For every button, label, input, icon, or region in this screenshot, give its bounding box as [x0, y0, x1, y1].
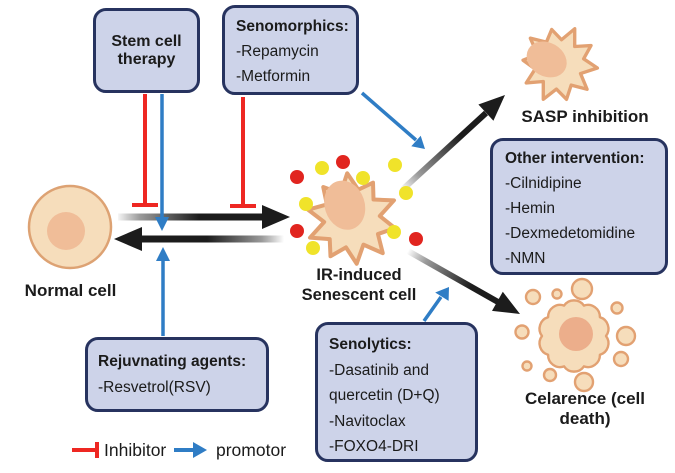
senomorphics-title: Senomorphics: [236, 18, 349, 35]
box-senomorphics: Senomorphics: -Repamycin -Metformin [222, 5, 359, 95]
senomorphics-item: -Repamycin [236, 43, 319, 60]
stem-cell-therapy-title: Stem cell therapy [111, 32, 182, 68]
senomorphics-item: -Metformin [236, 68, 311, 85]
legend-promotor-icon [174, 442, 207, 458]
promotor-senomorphics-icon [360, 91, 425, 149]
senolytics-title: Senolytics: [329, 336, 412, 353]
other-intervention-title: Other intervention: [505, 150, 645, 167]
normal-cell-label: Normal cell [24, 281, 117, 300]
inhibitor-stem-cell-icon [132, 94, 158, 207]
normal-cell-icon [27, 184, 113, 270]
senolytics-item: -FOXO4-DRI [329, 438, 419, 455]
sasp-factor-dots-icon [290, 155, 423, 255]
promotor-rejuvenating-icon [156, 247, 170, 336]
rejuvenating-agents-item: -Resvetrol(RSV) [98, 379, 211, 396]
legend-promotor-label: promotor [216, 440, 287, 460]
senolytics-item: -Dasatinib and quercetin (D+Q) [329, 361, 440, 405]
box-senolytics: Senolytics: -Dasatinib and quercetin (D+… [315, 322, 478, 462]
other-intervention-item: -Dexmedetomidine [505, 225, 636, 242]
sasp-inhibition-label: SASP inhibition [521, 107, 649, 126]
arrow-senescent-to-normal-icon [114, 227, 284, 251]
arrow-to-sasp-inhibition-icon [399, 95, 505, 193]
senolytics-item: -Navitoclax [329, 412, 406, 430]
box-stem-cell-therapy: Stem cell therapy [93, 8, 200, 93]
clearance-label: Celarence (cell death) [524, 389, 645, 429]
clearance-cell-icon [514, 277, 637, 393]
promotor-senolytics-icon [422, 287, 449, 323]
arrow-to-clearance-icon [406, 248, 520, 314]
rejuvenating-agents-title: Rejuvnating agents: [98, 353, 247, 370]
inhibitor-senomorphics-icon [230, 97, 256, 208]
box-other-intervention: Other intervention: -Cilnidipine -Hemin … [490, 138, 668, 275]
box-rejuvenating-agents: Rejuvnating agents: -Resvetrol(RSV) [85, 337, 269, 412]
other-intervention-item: -Hemin [505, 200, 555, 217]
promotor-stem-cell-icon [155, 94, 169, 231]
senescent-cell-label: IR-induced Senescent cell [301, 266, 417, 304]
legend-inhibitor-label: Inhibitor [104, 440, 167, 460]
other-intervention-item: -NMN [505, 250, 546, 267]
legend-inhibitor-icon [72, 442, 99, 458]
arrow-normal-to-senescent-icon [118, 205, 290, 229]
sasp-inhibition-cell-icon [506, 12, 611, 116]
other-intervention-item: -Cilnidipine [505, 175, 582, 192]
